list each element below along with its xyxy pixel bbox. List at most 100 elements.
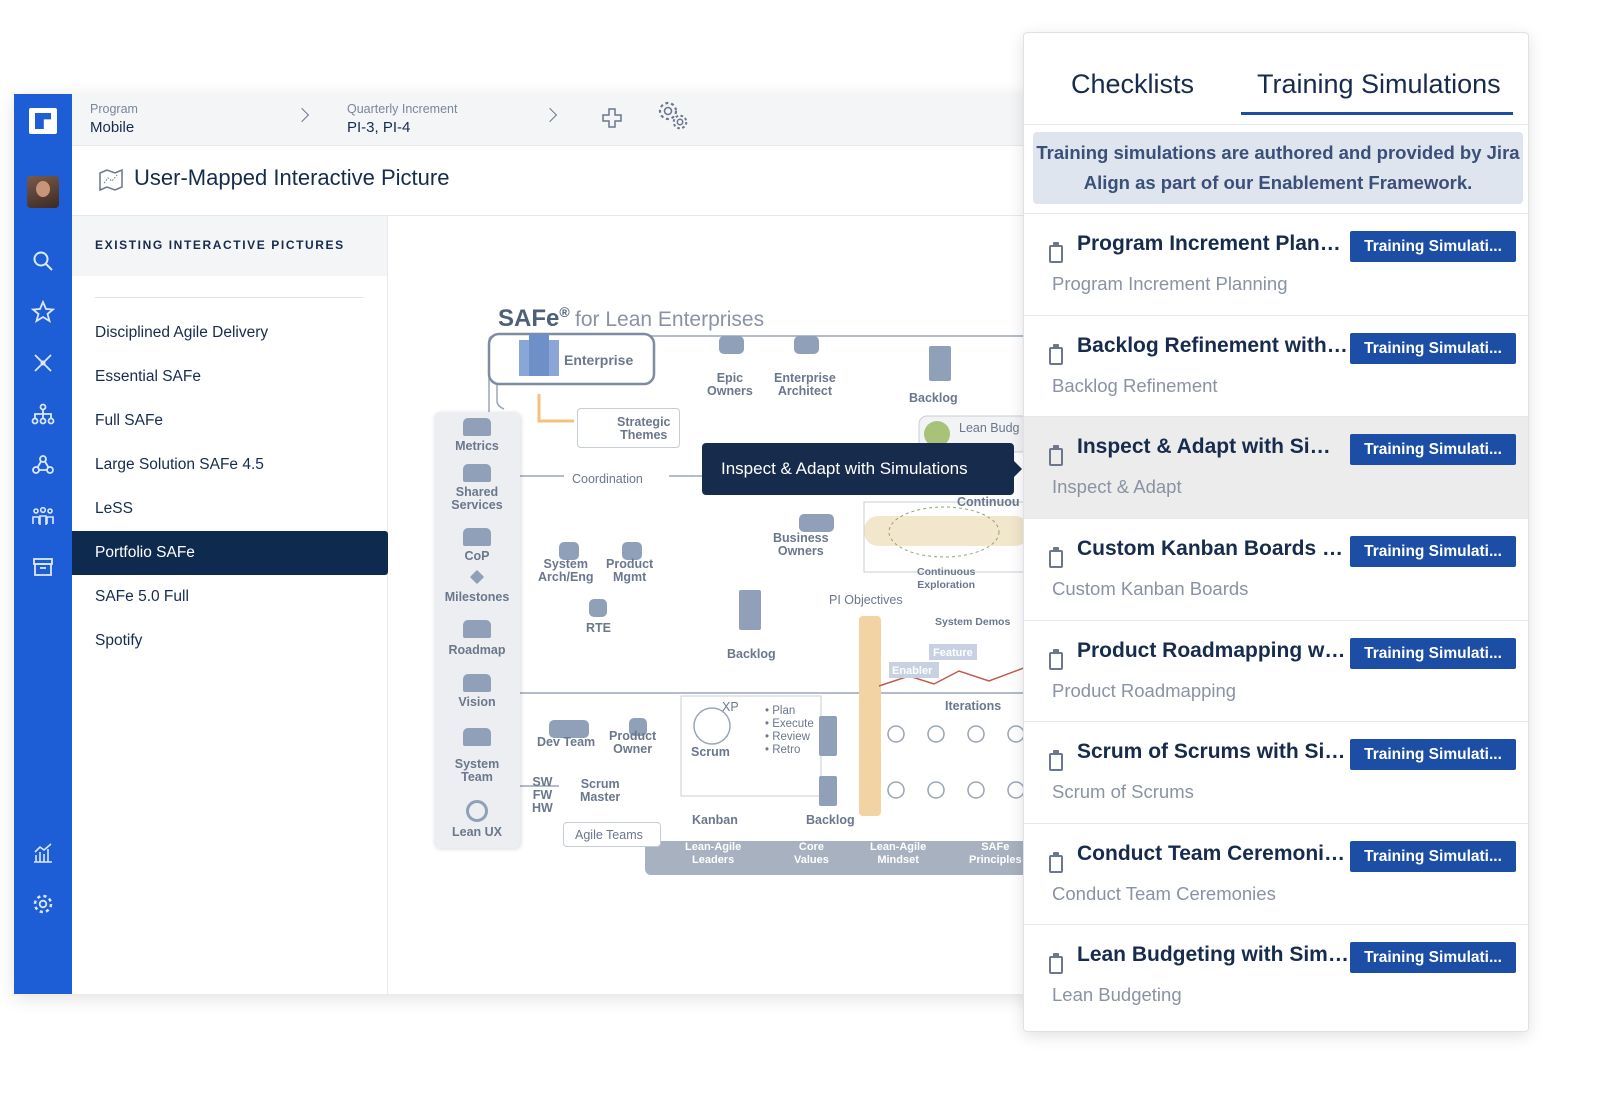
hierarchy-icon[interactable] bbox=[31, 402, 55, 426]
shared-services-line2: Services bbox=[451, 498, 503, 512]
ent-arch-line2: Architect bbox=[777, 384, 833, 398]
simulation-title[interactable]: Backlog Refinement with Simulations bbox=[1077, 334, 1349, 357]
clipboard-icon bbox=[1049, 649, 1063, 670]
metrics-icon bbox=[463, 418, 491, 436]
roadmap-icon bbox=[463, 620, 491, 638]
shared-services-icon bbox=[463, 464, 491, 482]
shared-services-line1: Shared bbox=[455, 485, 499, 499]
agile-teams-box[interactable] bbox=[563, 822, 661, 847]
training-panel: Checklists Training Simulations Training… bbox=[1023, 32, 1529, 1032]
simulation-row[interactable]: Scrum of Scrums with Simulations Trainin… bbox=[1024, 721, 1528, 823]
star-icon[interactable] bbox=[31, 300, 55, 324]
registered-mark: ® bbox=[559, 304, 570, 320]
hotspot-tooltip: Inspect & Adapt with Simulations bbox=[702, 443, 1022, 495]
simulation-title[interactable]: Program Increment Planning with Simulati… bbox=[1077, 232, 1349, 255]
network-icon[interactable] bbox=[31, 351, 55, 375]
training-simulation-badge: Training Simulati... bbox=[1350, 536, 1516, 567]
avatar[interactable] bbox=[27, 176, 59, 208]
archive-icon[interactable] bbox=[31, 555, 55, 579]
simulation-title[interactable]: Conduct Team Ceremonies with Simulations bbox=[1077, 842, 1349, 865]
page-header: User-Mapped Interactive Picture bbox=[72, 146, 1044, 216]
search-icon[interactable] bbox=[31, 249, 55, 273]
increment-value: PI-3, PI-4 bbox=[347, 119, 411, 136]
system-team-line1: System bbox=[454, 757, 500, 771]
simulation-title[interactable]: Lean Budgeting with Simulations bbox=[1077, 943, 1349, 966]
simulation-title[interactable]: Scrum of Scrums with Simulations bbox=[1077, 740, 1349, 763]
palette-milestones[interactable]: Milestones bbox=[444, 590, 510, 604]
simulation-row[interactable]: Backlog Refinement with Simulations Trai… bbox=[1024, 315, 1528, 417]
clipboard-icon bbox=[1049, 750, 1063, 771]
continuous-label: Continuou bbox=[957, 495, 1020, 509]
lean-budgets-label: Lean Budg bbox=[959, 421, 1020, 435]
simulation-subtitle: Product Roadmapping bbox=[1052, 680, 1237, 701]
interactive-picture-canvas[interactable]: SAFe® for Lean Enterprises bbox=[389, 216, 1044, 994]
program-label: Program bbox=[90, 102, 138, 116]
sidebar-item-large-solution-safe[interactable]: Large Solution SAFe 4.5 bbox=[95, 456, 264, 473]
simulation-title[interactable]: Custom Kanban Boards with Simulations bbox=[1077, 537, 1349, 560]
sidebar-item-less[interactable]: LeSS bbox=[95, 500, 133, 517]
increment-selector[interactable]: Quarterly Increment PI-3, PI-4 bbox=[347, 102, 457, 136]
move-icon[interactable] bbox=[600, 106, 624, 130]
footer-item-1-line1: Lean-Agile bbox=[685, 841, 742, 853]
clipboard-icon bbox=[1049, 953, 1063, 974]
sidebar-item-safe-5-full[interactable]: SAFe 5.0 Full bbox=[95, 588, 189, 605]
palette-lean-ux[interactable]: Lean UX bbox=[451, 825, 502, 839]
tab-checklists[interactable]: Checklists bbox=[1071, 69, 1195, 99]
strategic-themes-box[interactable] bbox=[577, 408, 680, 448]
chevron-right-icon bbox=[542, 107, 558, 123]
pi-objectives-label: PI Objectives bbox=[829, 593, 903, 607]
simulation-row[interactable]: Lean Budgeting with Simulations Training… bbox=[1024, 924, 1528, 1026]
settings-gear-icon[interactable] bbox=[31, 892, 55, 916]
product-owner-line2: Owner bbox=[613, 742, 653, 756]
sidebar-item-spotify[interactable]: Spotify bbox=[95, 632, 143, 649]
program-selector[interactable]: Program Mobile bbox=[90, 102, 138, 136]
sidebar-item-full-safe[interactable]: Full SAFe bbox=[95, 412, 164, 429]
people-icon[interactable] bbox=[31, 504, 55, 528]
simulation-row[interactable]: Program Increment Planning with Simulati… bbox=[1024, 213, 1528, 315]
team-icon[interactable] bbox=[31, 453, 55, 477]
cont-exploration-line1: Continuous bbox=[917, 566, 976, 578]
jira-align-logo[interactable] bbox=[29, 108, 57, 134]
sidebar-item-portfolio-safe[interactable]: Portfolio SAFe bbox=[72, 531, 388, 575]
simulation-subtitle: Lean Budgeting bbox=[1052, 984, 1182, 1005]
tab-training-simulations[interactable]: Training Simulations bbox=[1257, 69, 1501, 99]
scrum-label: Scrum bbox=[691, 745, 730, 759]
sidebar-item-disciplined-agile[interactable]: Disciplined Agile Delivery bbox=[95, 324, 269, 341]
diagram-title: SAFe® bbox=[498, 304, 570, 333]
simulation-subtitle: Inspect & Adapt bbox=[1052, 476, 1182, 497]
simulation-row-highlighted[interactable]: Inspect & Adapt with Simulations Trainin… bbox=[1024, 416, 1528, 518]
palette-metrics[interactable]: Metrics bbox=[455, 439, 499, 453]
palette-roadmap[interactable]: Roadmap bbox=[448, 643, 506, 657]
epic-owners-line1: Epic bbox=[716, 371, 744, 385]
simulation-row[interactable]: Product Roadmapping with Simulations Tra… bbox=[1024, 620, 1528, 722]
lean-ux-cycle-icon bbox=[466, 800, 488, 822]
cop-icon bbox=[463, 528, 491, 546]
fw-label: FW bbox=[532, 788, 553, 802]
enterprise-label: Enterprise bbox=[564, 352, 634, 368]
ent-arch-line1: Enterprise bbox=[774, 371, 836, 385]
training-simulation-badge: Training Simulati... bbox=[1350, 638, 1516, 669]
footer-item-2-line2: Values bbox=[794, 854, 829, 866]
simulation-title[interactable]: Product Roadmapping with Simulations bbox=[1077, 639, 1349, 662]
simulation-row[interactable]: Conduct Team Ceremonies with Simulations… bbox=[1024, 823, 1528, 925]
sidebar-item-essential-safe[interactable]: Essential SAFe bbox=[95, 368, 201, 385]
gears-settings-icon[interactable] bbox=[655, 98, 691, 134]
simulation-title[interactable]: Inspect & Adapt with Simulations bbox=[1077, 435, 1349, 458]
business-owners-line2: Owners bbox=[777, 544, 824, 558]
portfolio-backlog-label: Backlog bbox=[909, 391, 958, 405]
team-backlog-label: Backlog bbox=[806, 813, 855, 827]
reports-icon[interactable] bbox=[31, 841, 55, 865]
simulation-row[interactable]: Custom Kanban Boards with Simulations Tr… bbox=[1024, 518, 1528, 620]
palette-vision[interactable]: Vision bbox=[458, 695, 496, 709]
palette-cop[interactable]: CoP bbox=[464, 549, 490, 563]
